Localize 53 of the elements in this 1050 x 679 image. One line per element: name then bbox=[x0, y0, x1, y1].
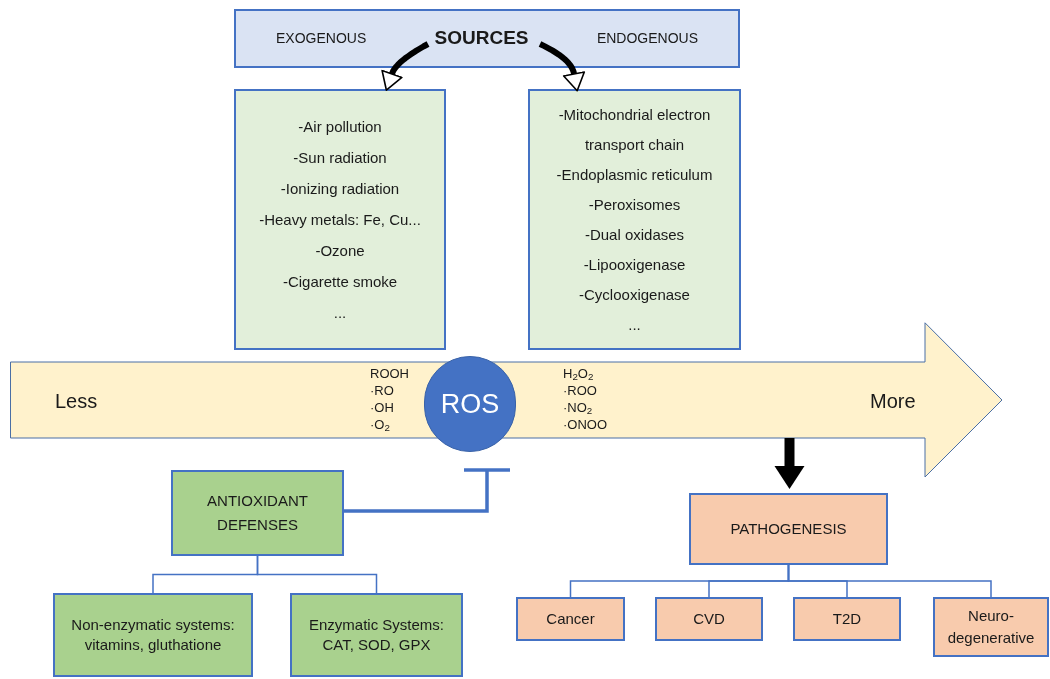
species-label: H$_{2}$O$_{2}$ bbox=[563, 365, 595, 382]
species-label: ROOH bbox=[370, 365, 409, 382]
process-box bbox=[655, 597, 763, 641]
node-text: Cancer bbox=[546, 608, 595, 629]
node-text: -Cigarette smoke bbox=[282, 272, 398, 292]
scale-label: More bbox=[870, 389, 916, 414]
list-box bbox=[234, 89, 446, 350]
process-box bbox=[793, 597, 901, 641]
species-label: ·NO$_{2}$ bbox=[563, 399, 594, 416]
process-box bbox=[516, 597, 625, 641]
process-box bbox=[933, 597, 1049, 657]
species-label: ·RO bbox=[370, 382, 395, 399]
curved-arrow bbox=[538, 41, 586, 92]
node-text: -Heavy metals: Fe, Cu... bbox=[259, 210, 421, 230]
node-text: -Air pollution bbox=[298, 117, 382, 137]
node-text: -Lipooxigenase bbox=[583, 254, 686, 275]
node-text: ... bbox=[628, 314, 641, 335]
species-label: ·ONOO bbox=[563, 416, 608, 433]
node-text: -Cyclooxigenase bbox=[579, 284, 690, 305]
category-label: ENDOGENOUS bbox=[596, 29, 698, 48]
species-label: ·O$_{2}$ bbox=[370, 416, 391, 433]
node-text: -Sun radiation bbox=[293, 148, 387, 168]
node-text: -Dual oxidases bbox=[584, 224, 685, 245]
node-text: CVD bbox=[693, 608, 725, 629]
connector-line bbox=[256, 555, 378, 594]
curved-arrow bbox=[381, 41, 430, 91]
node-text: -Mitochondrial electron transport chain bbox=[557, 104, 712, 155]
inhibition-line bbox=[344, 468, 512, 513]
list-box bbox=[528, 89, 741, 350]
species-label: ·ROO bbox=[563, 382, 598, 399]
process-box bbox=[53, 593, 253, 677]
node-text: -Ozone bbox=[315, 241, 365, 261]
heading: SOURCES bbox=[434, 26, 529, 51]
species-label: ·OH bbox=[370, 399, 395, 416]
process-box bbox=[290, 593, 463, 677]
connector-line bbox=[787, 564, 992, 598]
process-box bbox=[171, 470, 344, 556]
node-text: T2D bbox=[832, 608, 862, 629]
scale-label: Less bbox=[55, 389, 98, 414]
node-text: Neuro-degenerative bbox=[946, 606, 1036, 648]
node-text: PATHOGENESIS bbox=[730, 518, 847, 539]
category-label: EXOGENOUS bbox=[276, 29, 367, 48]
node-text: Enzymatic Systems: CAT, SOD, GPX bbox=[308, 615, 445, 655]
block-arrow bbox=[774, 438, 805, 489]
node-text: -Ionizing radiation bbox=[280, 179, 400, 199]
node-text: ROS bbox=[440, 387, 500, 421]
node-text: -Peroxisomes bbox=[588, 194, 681, 215]
node-text: ... bbox=[333, 303, 347, 323]
process-box bbox=[689, 493, 888, 565]
node-text: Non-enzymatic systems: vitamins, gluthatione bbox=[70, 615, 236, 655]
node-text: -Endoplasmic reticulum bbox=[556, 164, 713, 185]
header-box bbox=[234, 9, 740, 68]
node-text: ANTIOXIDANT DEFENSES bbox=[206, 491, 309, 535]
